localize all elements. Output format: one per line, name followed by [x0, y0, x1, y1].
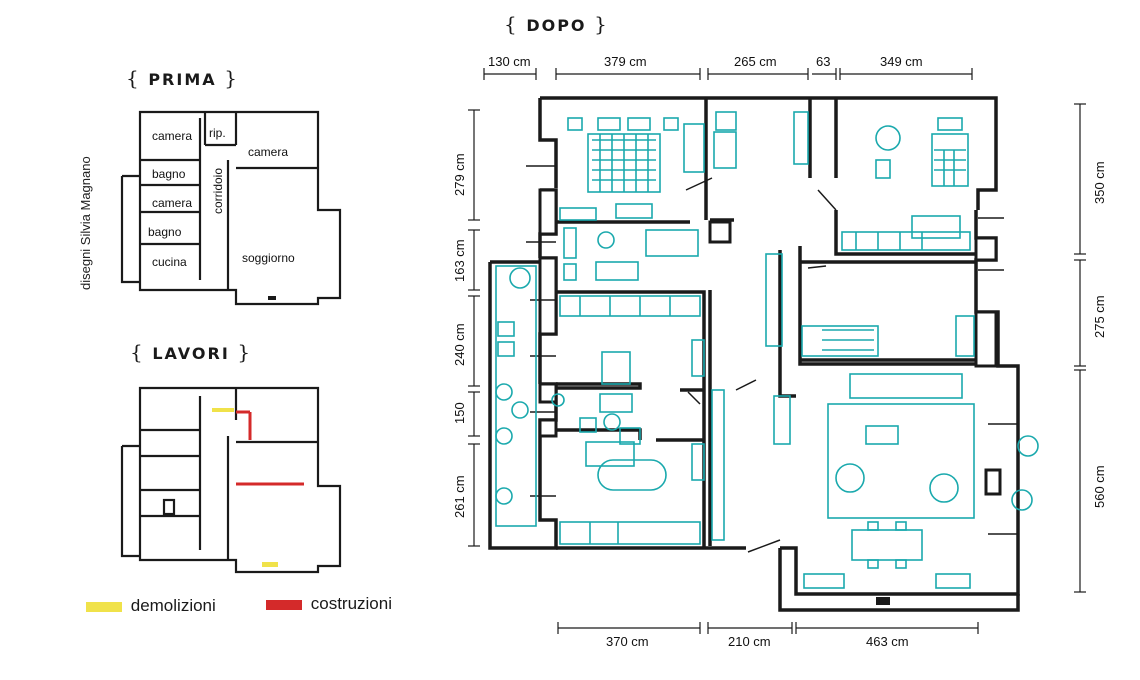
dim-left-3: 240 cm: [452, 323, 467, 366]
dim-bottom-1: 370 cm: [606, 634, 649, 649]
dim-right-2: 275 cm: [1092, 295, 1107, 338]
prima-room-camera-top: camera: [152, 129, 192, 143]
prima-room-soggiorno: soggiorno: [242, 251, 295, 265]
lavori-plan: [120, 386, 342, 574]
brace-close: }: [237, 340, 253, 364]
dopo-walls: [488, 96, 1020, 612]
dim-left-4: 150: [452, 402, 467, 424]
legend-demolizioni: demolizioni: [86, 596, 216, 616]
dim-right-3: 560 cm: [1092, 465, 1107, 508]
dim-top-1: 130 cm: [488, 54, 531, 69]
prima-title: { PRIMA }: [126, 66, 239, 90]
dim-top-2: 379 cm: [604, 54, 647, 69]
demolizioni-label: demolizioni: [130, 596, 216, 615]
prima-room-camera-mid: camera: [152, 196, 192, 210]
prima-room-bagno-top: bagno: [152, 167, 186, 181]
dim-left-1: 279 cm: [452, 153, 467, 196]
dopo-doors: [685, 177, 837, 553]
demolition-mark-top: [212, 408, 234, 412]
prima-plan: [120, 110, 342, 306]
demolizioni-swatch: [86, 601, 122, 612]
brace-close: }: [224, 66, 239, 90]
dopo-wall-blocks: [538, 188, 1002, 496]
lavori-label: LAVORI: [152, 344, 230, 363]
demolition-mark-bottom: [262, 562, 278, 567]
brace-open: {: [126, 66, 141, 90]
prima-label: PRIMA: [148, 70, 217, 89]
costruzioni-swatch: [266, 599, 302, 610]
dim-right-1: 350 cm: [1092, 161, 1107, 204]
entry-mark: [876, 597, 890, 605]
legend-costruzioni: costruzioni: [266, 594, 392, 614]
dim-top-5: 349 cm: [880, 54, 923, 69]
dim-left-2: 163 cm: [452, 239, 467, 282]
costruzioni-label: costruzioni: [310, 594, 392, 613]
prima-room-corridoio: corridoio: [211, 168, 225, 214]
prima-room-bagno-small: bagno: [148, 225, 182, 239]
dim-left-5: 261 cm: [452, 475, 467, 518]
lavori-title: { LAVORI }: [130, 340, 252, 364]
dopo-title: { DOPO }: [504, 12, 609, 36]
prima-room-cucina: cucina: [152, 255, 187, 269]
dim-bottom-2: 210 cm: [728, 634, 771, 649]
dopo-label: DOPO: [526, 16, 587, 35]
prima-room-rip: rip.: [209, 126, 226, 140]
dopo-windows: [526, 165, 1018, 535]
brace-open: {: [504, 12, 519, 36]
brace-open: {: [130, 340, 145, 364]
prima-room-camera-right: camera: [248, 145, 288, 159]
brace-close: }: [594, 12, 609, 36]
dim-top-4: 63: [816, 54, 830, 69]
dopo-furniture: [495, 111, 1039, 589]
dim-top-3: 265 cm: [734, 54, 777, 69]
dim-bottom-3: 463 cm: [866, 634, 909, 649]
dopo-dimension-lines: [468, 68, 1086, 634]
